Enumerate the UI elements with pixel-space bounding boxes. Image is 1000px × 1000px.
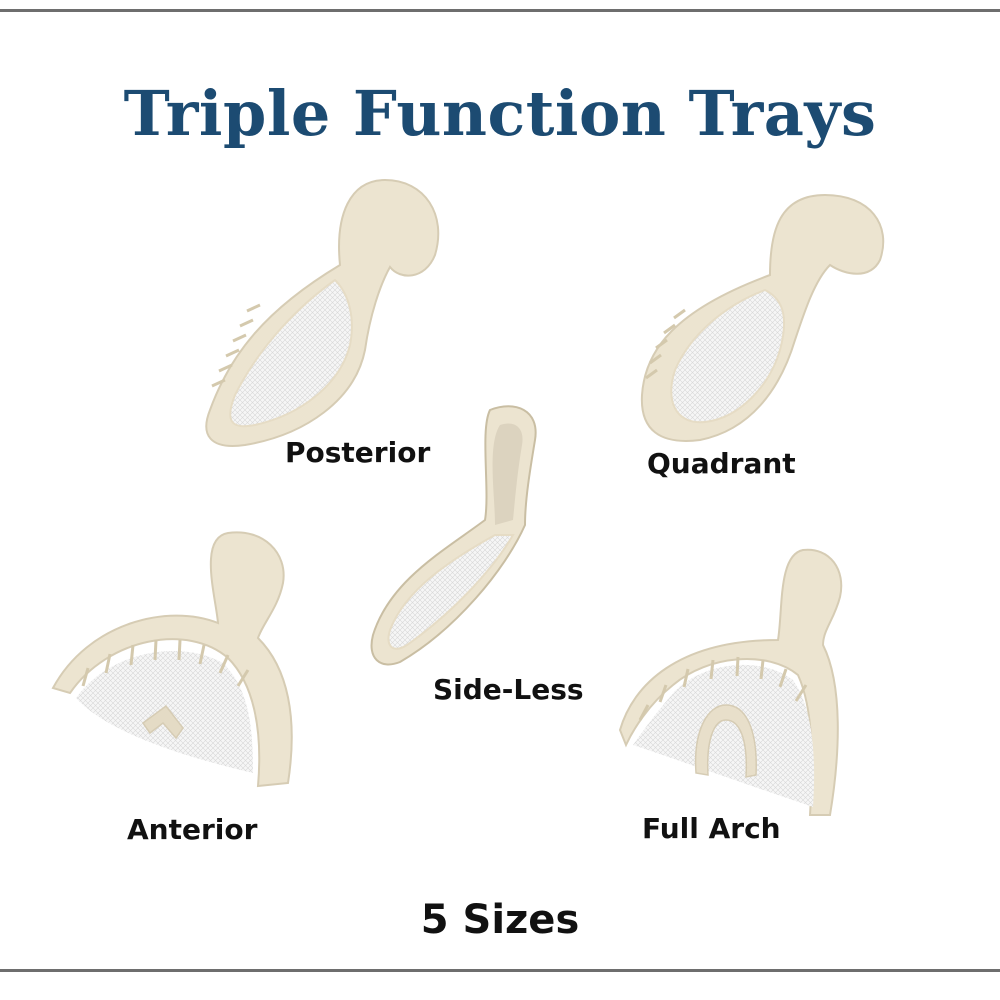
anterior-label: Anterior (127, 813, 258, 846)
bottom-divider (0, 969, 1000, 972)
full-arch-label: Full Arch (642, 812, 781, 845)
side-less-tray-image (370, 405, 537, 666)
anterior-tray-image (51, 531, 293, 788)
posterior-label: Posterior (285, 436, 431, 469)
side-less-label: Side-Less (433, 673, 584, 706)
posterior-tray-image (205, 178, 440, 447)
quadrant-tray-image (640, 193, 885, 442)
quadrant-label: Quadrant (647, 447, 796, 480)
top-divider (0, 9, 1000, 12)
sizes-caption: 5 Sizes (420, 897, 580, 943)
full-arch-tray-image (618, 548, 843, 816)
page-title: Triple Function Trays (123, 77, 877, 150)
